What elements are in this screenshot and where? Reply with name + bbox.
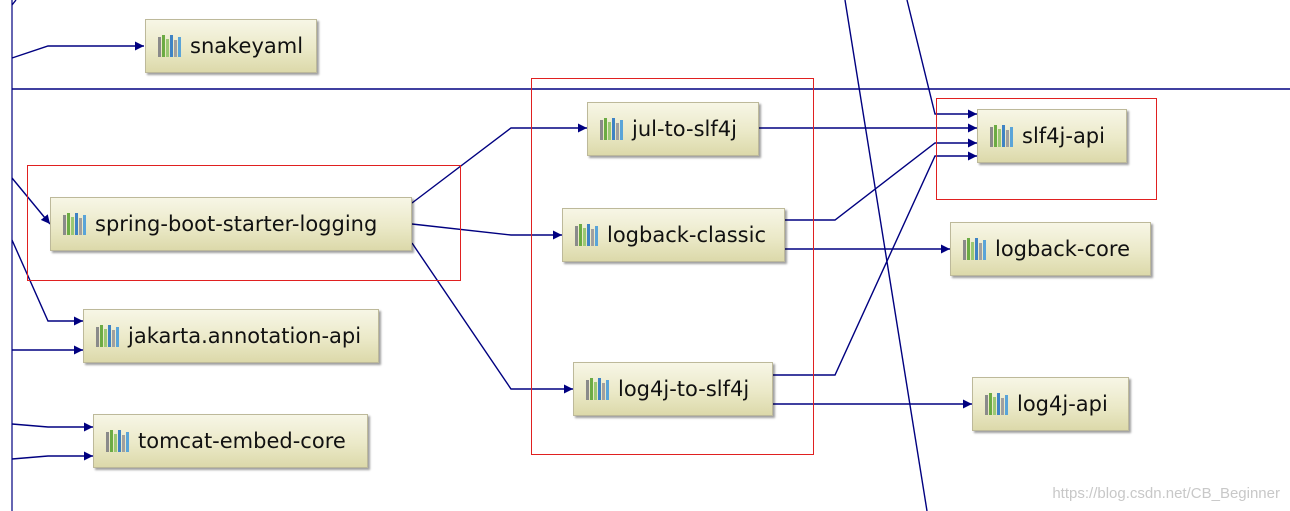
- highlight-box-bridges: [531, 78, 814, 455]
- node-tomcat-embed-core[interactable]: tomcat-embed-core: [93, 414, 368, 468]
- edge-line: [906, 0, 977, 119]
- library-jar-icon: [575, 224, 598, 246]
- edge-to-jakarta-annotation-api: [11, 239, 83, 326]
- highlight-box-starter-logging: [27, 165, 461, 281]
- highlight-box-slf4j-api: [936, 98, 1157, 200]
- edge-starter-to-log4j-to-slf4j: [411, 242, 573, 394]
- node-snakeyaml[interactable]: snakeyaml: [145, 19, 317, 73]
- edge-to-tomcat-embed-core: [11, 422, 93, 432]
- node-log4j-to-slf4j[interactable]: log4j-to-slf4j: [573, 362, 773, 416]
- node-label: tomcat-embed-core: [138, 429, 346, 453]
- edge-line: [11, 0, 17, 6]
- node-jakarta-annotation-api[interactable]: jakarta.annotation-api: [83, 309, 379, 363]
- node-logback-core[interactable]: logback-core: [950, 222, 1151, 276]
- library-jar-icon: [158, 35, 181, 57]
- node-label: logback-core: [995, 237, 1130, 261]
- node-logback-classic[interactable]: logback-classic: [562, 208, 785, 262]
- edge-to-spring-boot-starter-logging: [11, 177, 51, 225]
- library-jar-icon: [63, 213, 86, 235]
- edge-starter-to-logback-classic: [411, 223, 562, 240]
- library-jar-icon: [96, 325, 119, 347]
- edge-logback-classic-to-slf4j-api: [785, 138, 977, 221]
- node-label: slf4j-api: [1022, 124, 1105, 148]
- library-jar-icon: [600, 118, 623, 140]
- node-label: log4j-api: [1017, 392, 1108, 416]
- node-label: jul-to-slf4j: [632, 117, 737, 141]
- node-label: logback-classic: [607, 223, 767, 247]
- node-label: spring-boot-starter-logging: [95, 212, 378, 236]
- library-jar-icon: [990, 125, 1013, 147]
- library-jar-icon: [586, 378, 609, 400]
- node-label: log4j-to-slf4j: [618, 377, 750, 401]
- library-jar-icon: [106, 430, 129, 452]
- node-spring-boot-starter-logging[interactable]: spring-boot-starter-logging: [50, 197, 412, 251]
- library-jar-icon: [985, 393, 1008, 415]
- node-label: jakarta.annotation-api: [128, 324, 362, 348]
- library-jar-icon: [963, 238, 986, 260]
- edge-to-snakeyaml: [11, 41, 144, 59]
- edge-starter-to-jul: [411, 123, 587, 204]
- edge-line: [844, 0, 928, 511]
- node-jul-to-slf4j[interactable]: jul-to-slf4j: [587, 102, 759, 156]
- edge-log4j-to-slf4j-to-slf4j-api: [773, 151, 977, 376]
- node-log4j-api[interactable]: log4j-api: [972, 377, 1129, 431]
- edge-to-tomcat-embed-core: [11, 451, 93, 461]
- node-slf4j-api[interactable]: slf4j-api: [977, 109, 1127, 163]
- node-label: snakeyaml: [190, 34, 304, 58]
- watermark: https://blog.csdn.net/CB_Beginner: [1052, 485, 1280, 502]
